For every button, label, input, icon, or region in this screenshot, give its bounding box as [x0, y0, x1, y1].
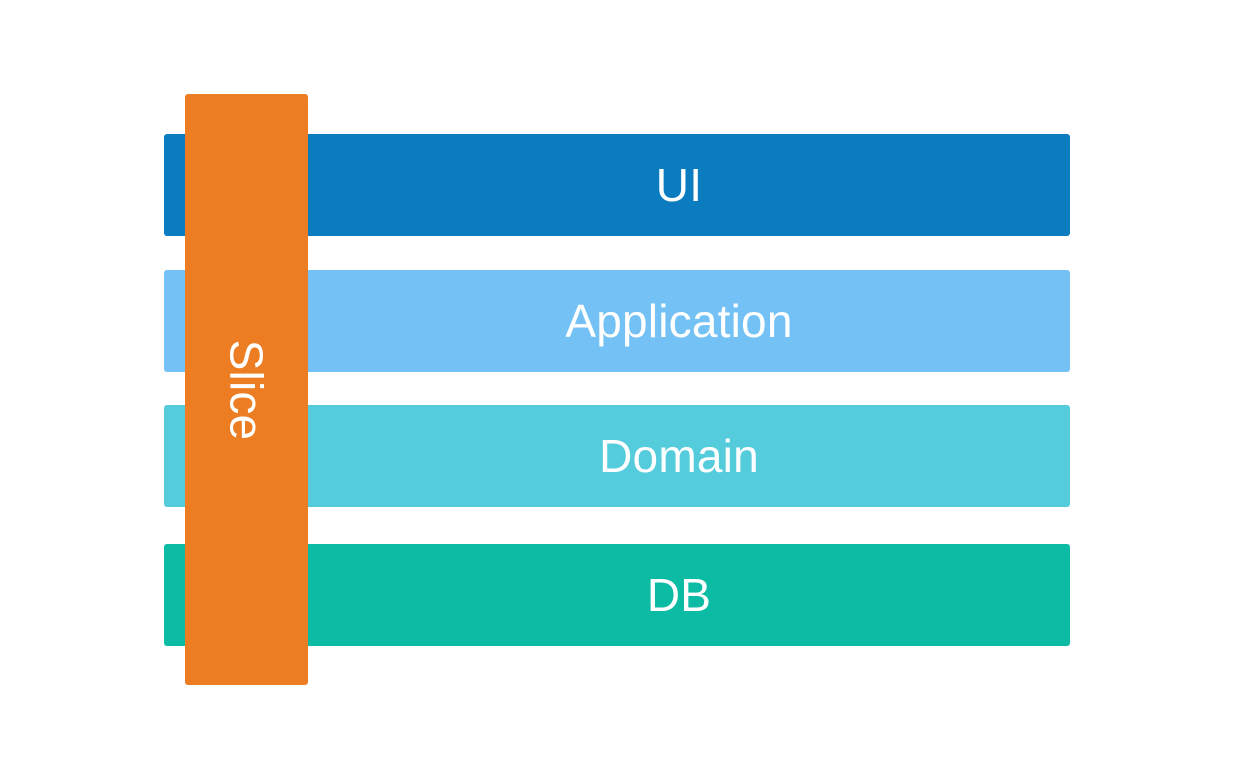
layer-bar-ui: UI — [164, 134, 1070, 236]
layer-bar-application: Application — [164, 270, 1070, 372]
layer-bar-domain: Domain — [164, 405, 1070, 507]
vertical-slice-bar: Slice — [185, 94, 308, 685]
layer-label-db: DB — [646, 569, 712, 621]
layer-bar-db: DB — [164, 544, 1070, 646]
layer-label-ui: UI — [655, 159, 703, 211]
vertical-slice-label: Slice — [220, 339, 273, 440]
layer-label-application: Application — [565, 295, 793, 347]
layer-label-domain: Domain — [599, 430, 759, 482]
